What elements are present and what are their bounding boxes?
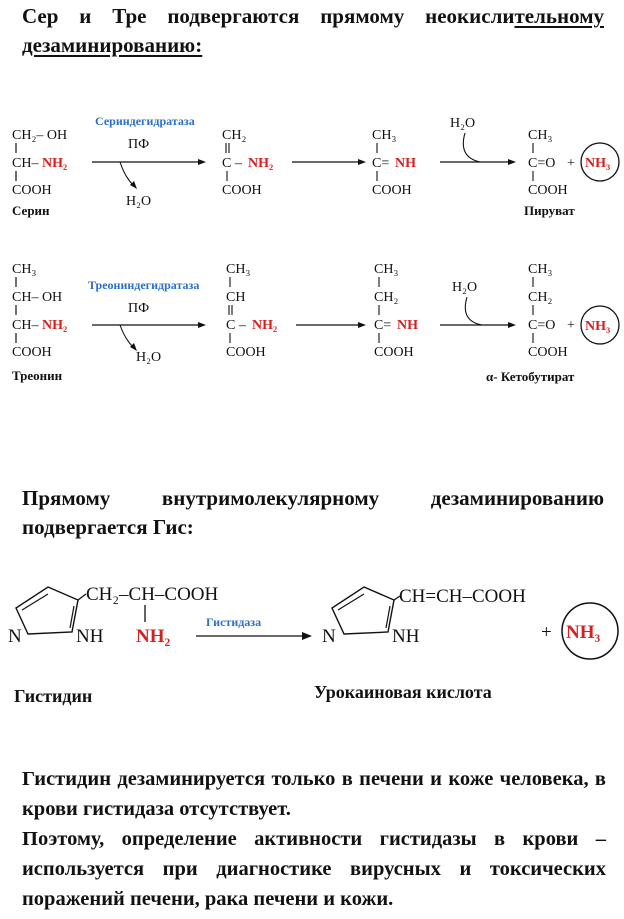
histidine-reaction-scheme: N NH CH₂–CH–COOH NH₂ Гистидин Гистидаза …: [8, 584, 619, 706]
ketobutyrate-label: α- Кетобутират: [486, 369, 575, 384]
svg-text:CH– OH: CH– OH: [12, 290, 62, 305]
svg-text:CH₂: CH₂: [374, 290, 398, 305]
svg-text:NH: NH: [392, 626, 420, 647]
thr-intermediate-2: CH₃ CH₂ C= NH COOH: [374, 262, 418, 360]
threonine-label: Треонин: [12, 368, 63, 383]
serine-reaction-scheme: CH₂– OH CH– NH₂ COOH Серин Сериндегидрат…: [12, 114, 620, 218]
svg-text:CH₃: CH₃: [226, 262, 250, 277]
pyruvate-label: Пируват: [524, 203, 575, 218]
svg-text:CH₃: CH₃: [528, 262, 552, 277]
urocanic-label: Урокаиновая кислота: [314, 682, 492, 702]
ser-water-in: H₂O: [450, 116, 475, 131]
histidine-label: Гистидин: [14, 686, 92, 706]
svg-text:COOH: COOH: [528, 183, 568, 198]
svg-text:COOH: COOH: [12, 345, 52, 360]
svg-text:NH: NH: [76, 626, 104, 647]
histidine-heading: Прямому внутримолекулярному дезаминирова…: [22, 486, 604, 539]
ser-cofactor: ПФ: [128, 137, 149, 152]
ser-nh2: NH₂: [42, 156, 67, 171]
svg-text:COOH: COOH: [374, 345, 414, 360]
serine-dehydratase-enzyme: Сериндегидратаза: [95, 114, 195, 128]
threonine-structure: CH₃ CH– OH CH– NH₂ COOH Треонин: [12, 262, 67, 383]
svg-text:C –: C –: [222, 156, 243, 171]
ser-water-out: H₂O: [126, 194, 151, 209]
title-heading: Сер и Тре подвергаются прямому неокислит…: [22, 2, 604, 60]
pyruvate-structure: CH₃ C=O + NH₃ COOH Пируват: [524, 128, 620, 218]
svg-text:NH₃: NH₃: [585, 319, 610, 334]
svg-text:CH₃: CH₃: [12, 262, 36, 277]
svg-text:H₂O: H₂O: [136, 350, 161, 365]
svg-text:C=: C=: [372, 156, 389, 171]
svg-text:CH₃: CH₃: [528, 128, 552, 143]
paragraph-line-2: Поэтому, определение активности гистидаз…: [22, 828, 606, 910]
urocanic-acid-structure: N NH CH=CH–COOH Урокаиновая кислота: [314, 586, 526, 702]
svg-text:N: N: [8, 626, 22, 647]
his-nh2: NH₂: [136, 626, 171, 647]
svg-text:ПФ: ПФ: [128, 301, 149, 316]
svg-text:C=O: C=O: [528, 318, 555, 333]
svg-text:C=: C=: [374, 318, 391, 333]
ser-ch2oh: CH₂– OH: [12, 128, 67, 143]
ser-ch: CH–: [12, 156, 39, 171]
svg-text:+: +: [567, 156, 575, 171]
svg-text:NH₂: NH₂: [248, 156, 273, 171]
ser-intermediate-1: CH₂ C – NH₂ COOH: [222, 128, 273, 198]
svg-text:NH: NH: [397, 318, 418, 333]
svg-text:+: +: [541, 622, 552, 643]
title-part-b-underlined: тельному дезаминированию:: [22, 4, 604, 57]
threonine-dehydratase-enzyme: Треониндегидратаза: [88, 278, 199, 292]
svg-text:COOH: COOH: [222, 183, 262, 198]
svg-text:CH–: CH–: [12, 318, 39, 333]
svg-text:CH₂: CH₂: [222, 128, 246, 143]
svg-text:+: +: [567, 318, 575, 333]
svg-text:CH₂: CH₂: [528, 290, 552, 305]
his-side-chain: CH₂–CH–COOH: [86, 584, 219, 605]
imidazole-ring-1: [15, 586, 79, 635]
svg-text:NH: NH: [395, 156, 416, 171]
svg-text:COOH: COOH: [372, 183, 412, 198]
svg-text:C=O: C=O: [528, 156, 555, 171]
ser-cooh: COOH: [12, 183, 52, 198]
serine-label: Серин: [12, 203, 50, 218]
svg-text:N: N: [322, 626, 336, 647]
threonine-reaction-scheme: CH₃ CH– OH CH– NH₂ COOH Треонин Треонинд…: [12, 262, 620, 384]
ser-nh3: NH₃: [585, 156, 610, 171]
svg-text:NH₂: NH₂: [42, 318, 67, 333]
ketobutyrate-structure: CH₃ CH₂ C=O + NH₃ COOH α- Кетобутират: [486, 262, 620, 384]
histidase-paragraph: Гистидин дезаминируется только в печени …: [22, 764, 606, 914]
ser-intermediate-2: CH₃ C= NH COOH: [372, 128, 416, 198]
serine-structure: CH₂– OH CH– NH₂ COOH Серин: [12, 128, 67, 218]
paragraph-line-1: Гистидин дезаминируется только в печени …: [22, 768, 606, 820]
title-part-a: Сер и Тре подвергаются прямому неокисли: [22, 4, 515, 28]
svg-text:H₂O: H₂O: [452, 280, 477, 295]
svg-text:COOH: COOH: [528, 345, 568, 360]
svg-text:CH₃: CH₃: [372, 128, 396, 143]
histidine-structure: N NH CH₂–CH–COOH NH₂ Гистидин: [8, 584, 219, 706]
svg-text:CH₃: CH₃: [374, 262, 398, 277]
histidase-enzyme: Гистидаза: [206, 615, 261, 629]
thr-intermediate-1: CH₃ CH C – NH₂ COOH: [226, 262, 277, 360]
svg-text:COOH: COOH: [226, 345, 266, 360]
svg-text:C –: C –: [226, 318, 247, 333]
nh3-circle: [580, 142, 620, 182]
svg-text:CH: CH: [226, 290, 245, 305]
uro-chain: CH=CH–COOH: [399, 586, 526, 607]
svg-text:NH₂: NH₂: [252, 318, 277, 333]
his-nh3: NH₃: [566, 622, 601, 643]
